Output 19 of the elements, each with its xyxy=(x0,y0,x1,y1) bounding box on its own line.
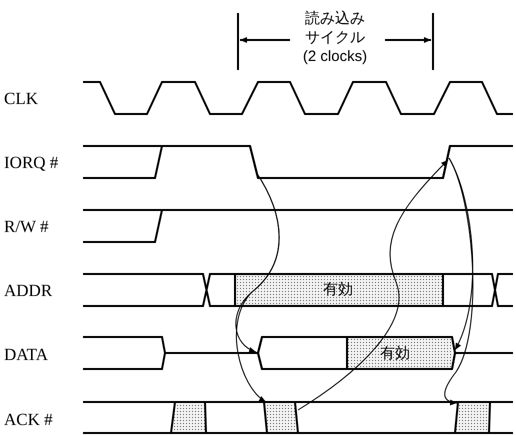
pulse-shape xyxy=(262,401,300,434)
signal-name: CLK xyxy=(4,90,38,107)
valid-label: 有効 xyxy=(380,346,410,361)
cycle-dimension-label: 読み込みサイクル (2 clocks) xyxy=(302,9,368,66)
signal-transition xyxy=(442,146,451,178)
signal-name: IORQ # xyxy=(4,154,58,171)
pulse-shape xyxy=(170,401,208,434)
valid-label: 有効 xyxy=(323,282,353,297)
signal-name: DATA xyxy=(4,346,48,363)
signal-name: ACK # xyxy=(4,411,53,428)
signal-transition xyxy=(256,336,263,370)
signal-transition xyxy=(451,336,456,370)
signal-transition xyxy=(249,146,259,178)
arrow xyxy=(444,158,474,406)
arrow xyxy=(236,172,280,402)
signal-name: ADDR xyxy=(4,282,52,299)
pulse-shape xyxy=(454,401,492,434)
arrow xyxy=(298,160,448,410)
signal-name: R/W # xyxy=(4,218,49,235)
